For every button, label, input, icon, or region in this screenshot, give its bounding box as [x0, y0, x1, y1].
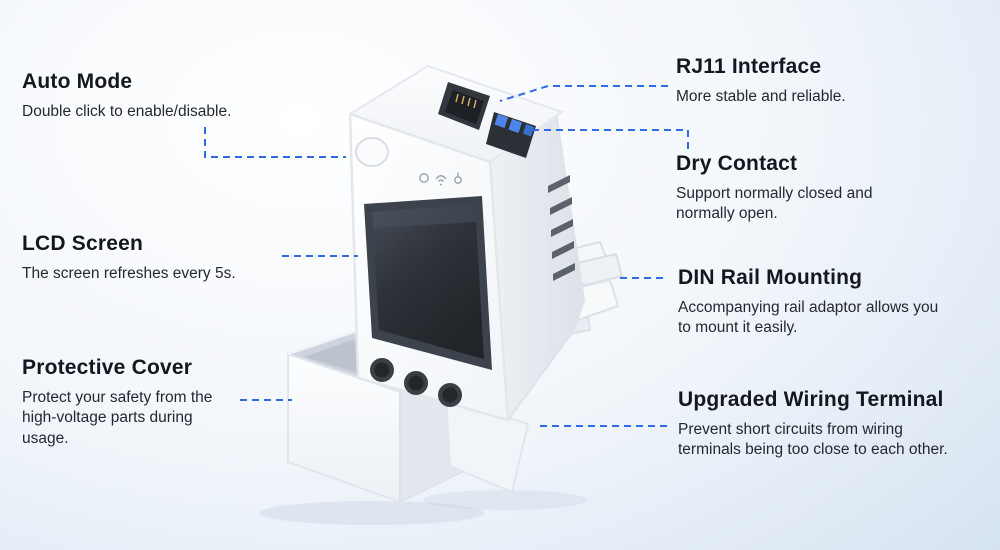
- auto-mode-button: [355, 137, 389, 167]
- callout-desc: The screen refreshes every 5s.: [22, 265, 236, 282]
- callout-rj11-interface: RJ11 Interface More stable and reliable.: [676, 55, 976, 107]
- callout-title: LCD Screen: [22, 232, 144, 255]
- leader-rj11: [499, 85, 668, 102]
- callout-dry-contact: Dry Contact Support normally closed and …: [676, 152, 911, 225]
- sensor-icon: [454, 176, 462, 184]
- wifi-dot: [440, 183, 442, 186]
- smart-switch-device: [348, 65, 585, 493]
- power-icon: [419, 173, 429, 183]
- callout-protective-cover: Protective Cover Protect your safety fro…: [22, 356, 222, 449]
- callout-desc: Double click to enable/disable.: [22, 103, 232, 120]
- leader-lines: [204, 85, 689, 427]
- callout-lcd-screen: LCD Screen The screen refreshes every 5s…: [22, 232, 292, 284]
- callout-desc: Protect your safety from the high-voltag…: [22, 389, 213, 447]
- callout-desc: Prevent short circuits from wiring termi…: [678, 421, 948, 459]
- callout-title: Dry Contact: [676, 152, 798, 175]
- wifi-icon: [435, 175, 447, 180]
- heat-vents: [548, 175, 575, 281]
- wiring-terminals: [370, 358, 462, 407]
- callout-desc: More stable and reliable.: [676, 88, 846, 105]
- callout-desc: Accompanying rail adaptor allows you to …: [678, 299, 939, 337]
- lcd-screen: [364, 196, 492, 370]
- dry-contact-terminal: [486, 112, 536, 158]
- callout-title: Protective Cover: [22, 356, 193, 379]
- indicator-icons: [419, 172, 462, 186]
- rj11-port: [438, 82, 490, 130]
- callout-title: Auto Mode: [22, 70, 133, 93]
- callout-desc: Support normally closed and normally ope…: [676, 185, 873, 223]
- callout-title: RJ11 Interface: [676, 55, 822, 78]
- callout-title: DIN Rail Mounting: [678, 266, 863, 289]
- leader-auto-mode: [204, 127, 346, 158]
- callout-auto-mode: Auto Mode Double click to enable/disable…: [22, 70, 292, 122]
- leader-dry-contact: [532, 129, 689, 150]
- callout-title: Upgraded Wiring Terminal: [678, 388, 944, 411]
- ground-shadow: [260, 490, 587, 525]
- callout-din-rail-mounting: DIN Rail Mounting Accompanying rail adap…: [678, 266, 940, 339]
- callout-upgraded-wiring-terminal: Upgraded Wiring Terminal Prevent short c…: [678, 388, 963, 461]
- wifi-icon-inner: [437, 179, 445, 182]
